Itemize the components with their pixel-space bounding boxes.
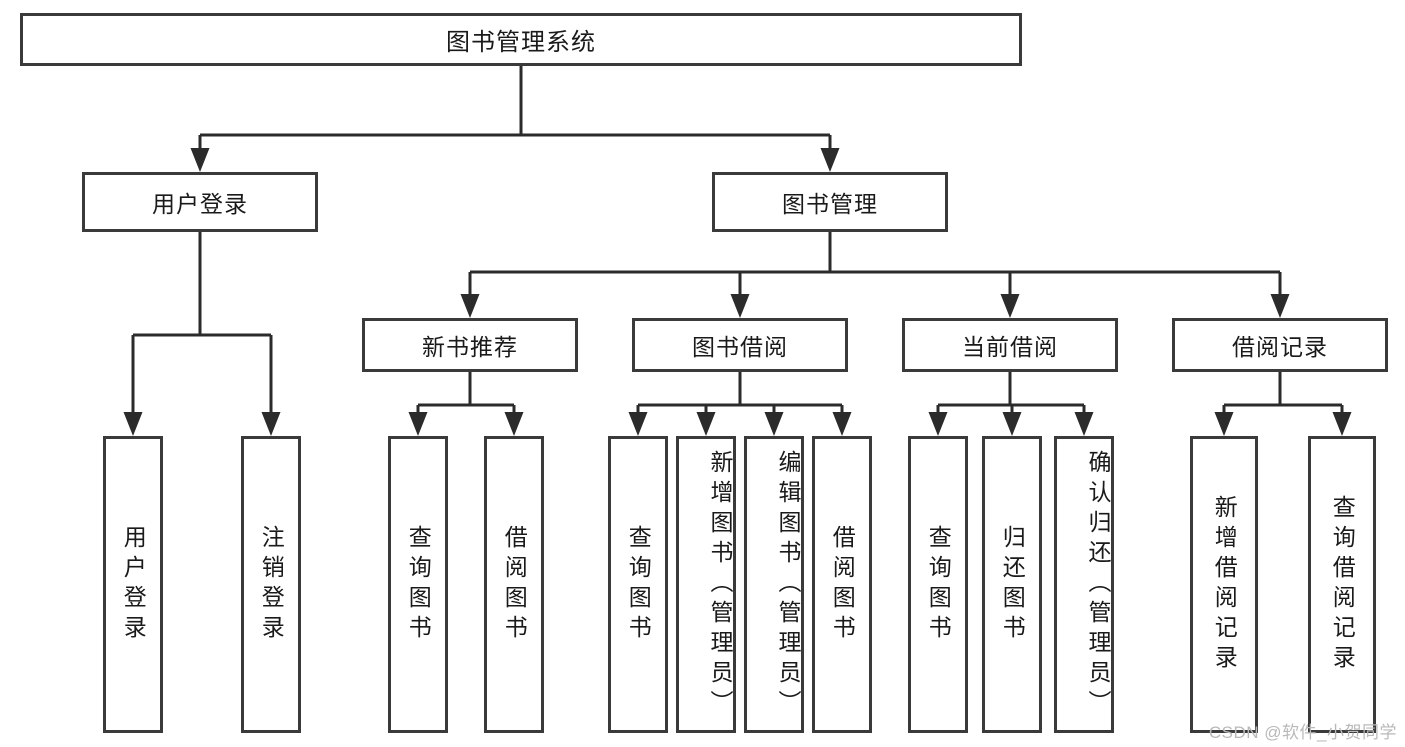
- node-book-borrow-label: 图书借阅: [692, 334, 788, 360]
- node-root-label: 图书管理系统: [446, 29, 596, 56]
- leaf-query-books-recommend-label: 查询图书: [405, 524, 432, 645]
- leaf-borrow-books-recommend-label: 借阅图书: [501, 524, 528, 645]
- leaf-user-login-label: 用户登录: [120, 524, 147, 645]
- leaf-add-borrow-record-label: 新增借阅记录: [1211, 494, 1238, 675]
- leaf-borrow-book[interactable]: 借阅图书: [812, 436, 872, 733]
- leaf-borrow-book-label: 借阅图书: [829, 524, 856, 645]
- node-borrow-records[interactable]: 借阅记录: [1172, 318, 1388, 372]
- node-book-borrow[interactable]: 图书借阅: [632, 318, 848, 372]
- leaf-query-books-borrow-label: 查询图书: [625, 524, 652, 645]
- node-borrow-records-label: 借阅记录: [1232, 334, 1328, 360]
- node-book-management-label: 图书管理: [782, 191, 878, 217]
- leaf-logout-label: 注销登录: [258, 524, 285, 645]
- node-current-borrow-label: 当前借阅: [962, 334, 1058, 360]
- leaf-logout[interactable]: 注销登录: [241, 436, 301, 733]
- leaf-user-login[interactable]: 用户登录: [103, 436, 163, 733]
- node-user-login-label: 用户登录: [152, 191, 248, 217]
- leaf-confirm-return-label: 确认归还（管理员）: [1085, 449, 1111, 720]
- node-current-borrow[interactable]: 当前借阅: [902, 318, 1118, 372]
- leaf-add-book[interactable]: 新增图书（管理员）: [676, 436, 736, 733]
- leaf-borrow-books-recommend[interactable]: 借阅图书: [484, 436, 544, 733]
- leaf-query-borrow-record-label: 查询借阅记录: [1329, 494, 1356, 675]
- leaf-confirm-return[interactable]: 确认归还（管理员）: [1054, 436, 1114, 733]
- node-book-management[interactable]: 图书管理: [712, 172, 948, 232]
- leaf-query-books-current[interactable]: 查询图书: [908, 436, 968, 733]
- leaf-edit-book-label: 编辑图书（管理员）: [775, 449, 801, 720]
- leaf-query-books-recommend[interactable]: 查询图书: [388, 436, 448, 733]
- leaf-add-borrow-record[interactable]: 新增借阅记录: [1190, 436, 1258, 733]
- leaf-add-book-label: 新增图书（管理员）: [707, 449, 733, 720]
- watermark-text: CSDN @软件_小贺同学: [1208, 723, 1397, 742]
- node-user-login[interactable]: 用户登录: [82, 172, 318, 232]
- node-new-book-recommend-label: 新书推荐: [422, 334, 518, 360]
- leaf-return-book-label: 归还图书: [999, 524, 1026, 645]
- leaf-query-books-current-label: 查询图书: [925, 524, 952, 645]
- leaf-query-borrow-record[interactable]: 查询借阅记录: [1308, 436, 1376, 733]
- leaf-edit-book[interactable]: 编辑图书（管理员）: [744, 436, 804, 733]
- node-root[interactable]: 图书管理系统: [20, 13, 1022, 66]
- node-new-book-recommend[interactable]: 新书推荐: [362, 318, 578, 372]
- leaf-return-book[interactable]: 归还图书: [982, 436, 1042, 733]
- leaf-query-books-borrow[interactable]: 查询图书: [608, 436, 668, 733]
